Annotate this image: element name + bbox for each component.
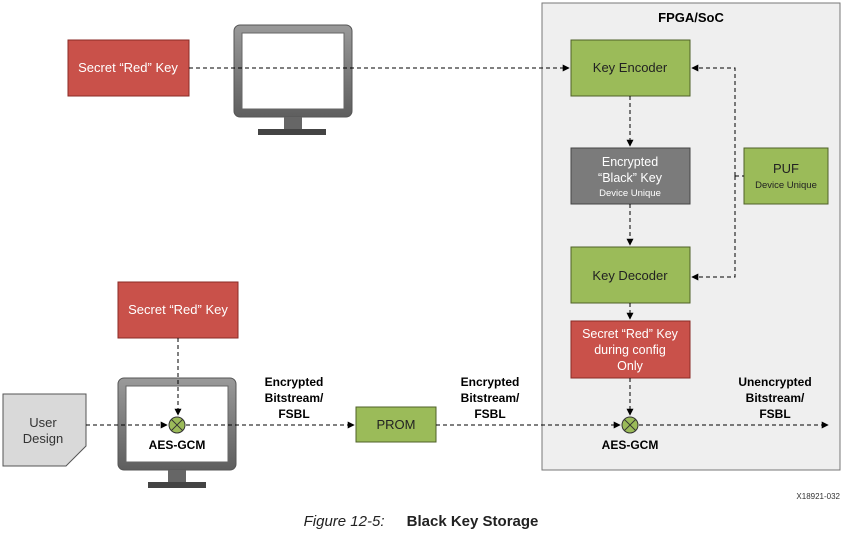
key-encoder-label: Key Encoder <box>593 60 668 75</box>
red-key-config-line3: Only <box>617 359 643 373</box>
user-design-shape <box>2 393 87 467</box>
aes-gcm-left-symbol <box>168 416 186 434</box>
aes-gcm-left-label: AES-GCM <box>149 438 206 452</box>
figure-number: Figure 12-5: <box>303 513 385 530</box>
puf-box <box>743 147 829 205</box>
unencrypted-bitstream-2: Bitstream/ <box>746 391 805 405</box>
red-key-config-line2: during config <box>594 343 666 357</box>
fpga-soc-title: FPGA/SoC <box>658 10 724 25</box>
encrypted-bitstream-right-1: Encrypted <box>461 375 520 389</box>
prom-box <box>355 406 437 443</box>
figure-caption: Figure 12-5: Black Key Storage <box>0 513 842 530</box>
unencrypted-bitstream-3: FSBL <box>759 407 790 421</box>
black-key-line1: Encrypted <box>602 155 658 169</box>
user-design-line2: Design <box>23 431 63 446</box>
black-key-line2: “Black” Key <box>598 171 663 185</box>
puf-label: PUF <box>773 161 799 176</box>
monitor-icon-top <box>233 24 353 135</box>
encrypted-bitstream-left-3: FSBL <box>278 407 309 421</box>
aes-gcm-right-label: AES-GCM <box>602 438 659 452</box>
encrypted-bitstream-left-1: Encrypted <box>265 375 324 389</box>
secret-red-key-bottom-box <box>117 281 239 339</box>
dashed-arrows <box>86 64 829 429</box>
black-key-line3: Device Unique <box>599 188 661 199</box>
figure-title: Black Key Storage <box>406 513 539 530</box>
secret-red-key-bottom-label: Secret “Red” Key <box>128 302 228 317</box>
key-decoder-label: Key Decoder <box>592 268 668 283</box>
secret-red-key-top-label: Secret “Red” Key <box>78 60 178 75</box>
key-encoder-box <box>570 39 691 97</box>
encrypted-bitstream-left-2: Bitstream/ <box>265 391 324 405</box>
aes-gcm-right-symbol <box>621 416 639 434</box>
encrypted-bitstream-right-3: FSBL <box>474 407 505 421</box>
red-key-config-line1: Secret “Red” Key <box>582 327 679 341</box>
user-design-line1: User <box>29 415 57 430</box>
unencrypted-bitstream-1: Unencrypted <box>738 375 811 389</box>
prom-label: PROM <box>377 417 416 432</box>
puf-sub-label: Device Unique <box>755 180 817 191</box>
document-id: X18921-032 <box>796 492 840 501</box>
block-diagram: FPGA/SoC Secret “Red” Key Key Encoder En… <box>2 2 841 488</box>
secret-red-key-top-box <box>67 39 190 97</box>
encrypted-bitstream-right-2: Bitstream/ <box>461 391 520 405</box>
